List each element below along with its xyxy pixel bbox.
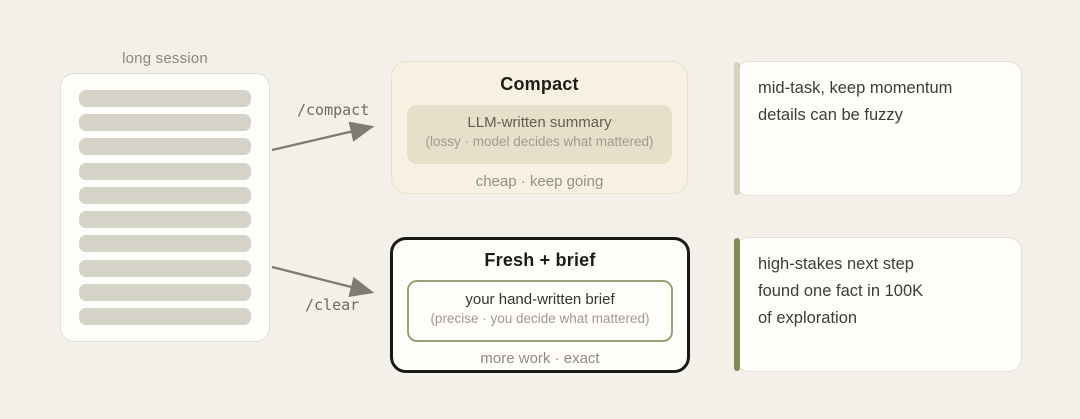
document-line (79, 186, 251, 204)
document-line (79, 307, 251, 325)
document-line (79, 114, 251, 132)
fresh-brief-card: Fresh + brief your hand-written brief (p… (390, 237, 690, 373)
hand-written-brief-subtitle: (precise · you decide what mattered) (430, 311, 650, 326)
compact-card-title: Compact (500, 74, 579, 94)
document-line (79, 162, 251, 180)
fresh-note-card: high-stakes next step found one fact in … (734, 237, 1022, 372)
long-session-document (60, 73, 270, 342)
hand-written-brief-title: your hand-written brief (465, 291, 615, 308)
document-line (79, 235, 251, 253)
compact-note-card: mid-task, keep momentum details can be f… (734, 61, 1022, 196)
document-line (79, 138, 251, 156)
fresh-brief-card-title: Fresh + brief (484, 250, 596, 270)
document-line (79, 259, 251, 277)
compact-command-label: /compact (297, 101, 370, 119)
document-line (79, 283, 251, 301)
fresh-brief-card-footer: more work · exact (480, 350, 600, 367)
clear-arrow (271, 265, 375, 297)
llm-summary-box: LLM-written summary (lossy · model decid… (407, 105, 672, 164)
long-session-label: long session (122, 50, 208, 67)
document-line (79, 90, 251, 107)
compact-card: Compact LLM-written summary (lossy · mod… (391, 61, 688, 194)
llm-summary-title: LLM-written summary (467, 114, 612, 131)
compact-card-footer: cheap · keep going (475, 173, 604, 190)
hand-written-brief-box: your hand-written brief (precise · you d… (407, 280, 673, 342)
document-line (79, 211, 251, 229)
compact-arrow (271, 121, 375, 152)
compact-note-text: mid-task, keep momentum details can be f… (758, 79, 953, 124)
fresh-note-text: high-stakes next step found one fact in … (758, 255, 924, 327)
clear-command-label: /clear (305, 296, 360, 314)
fresh-note-accent-bar (734, 238, 740, 371)
compact-note-accent-bar (734, 62, 740, 195)
llm-summary-subtitle: (lossy · model decides what mattered) (425, 134, 654, 149)
